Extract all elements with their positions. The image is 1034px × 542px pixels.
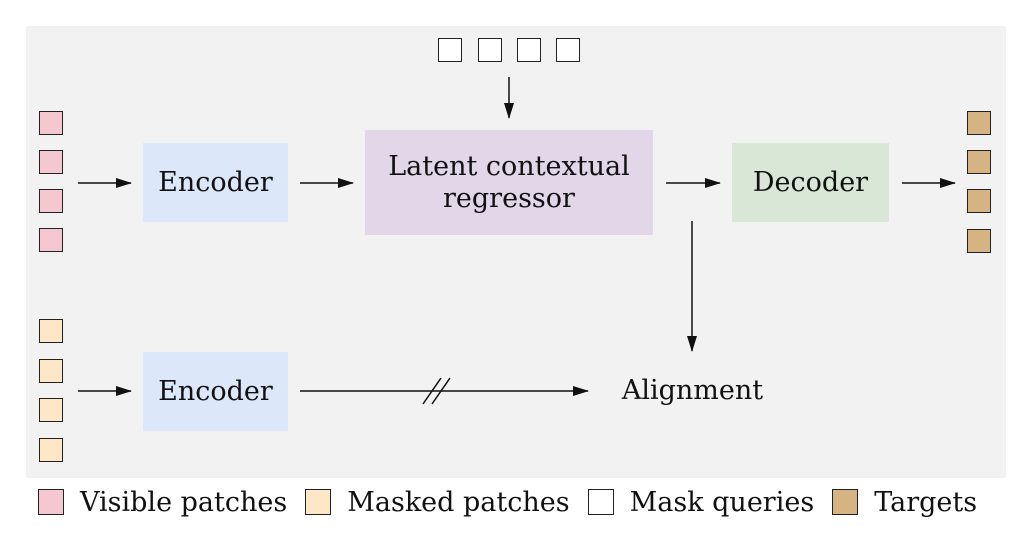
legend-masked-patches: Masked patches — [305, 486, 570, 518]
legend-visible-swatch — [38, 489, 64, 515]
regressor-label: Latent contextual regressor — [388, 151, 629, 215]
target-patch — [967, 111, 991, 135]
masked-patch — [39, 359, 63, 383]
masked-patch — [39, 438, 63, 462]
legend-queries-label: Mask queries — [629, 486, 815, 518]
stop-gradient-slash — [431, 377, 451, 405]
mask-query — [556, 38, 580, 62]
stop-gradient-slash — [422, 377, 442, 405]
legend-masked-swatch — [305, 489, 332, 515]
legend-visible-patches: Visible patches — [38, 487, 287, 518]
target-patch — [967, 189, 991, 213]
masked-patch — [39, 398, 63, 422]
mask-query — [438, 38, 462, 62]
legend: Visible patches Masked patches Mask quer… — [38, 482, 977, 522]
latent-contextual-regressor-block: Latent contextual regressor — [365, 130, 653, 235]
encoder-top-label: Encoder — [158, 166, 273, 198]
visible-patch — [39, 111, 63, 135]
encoder-bottom-block: Encoder — [143, 352, 288, 431]
legend-masked-label: Masked patches — [347, 486, 570, 518]
encoder-bottom-label: Encoder — [158, 375, 273, 407]
regressor-label-line1: Latent contextual — [388, 150, 630, 182]
visible-patch — [39, 189, 63, 213]
legend-queries-swatch — [587, 489, 614, 515]
legend-targets: Targets — [832, 487, 977, 518]
target-patch — [967, 150, 991, 174]
visible-patch — [39, 150, 63, 174]
alignment-node: Alignment — [600, 368, 785, 412]
mask-query — [478, 38, 502, 62]
alignment-label: Alignment — [621, 374, 764, 406]
legend-targets-swatch — [832, 489, 859, 515]
mask-query — [517, 38, 541, 62]
regressor-label-line2: regressor — [443, 182, 575, 214]
target-patch — [967, 229, 991, 253]
masked-patch — [39, 319, 63, 343]
decoder-label: Decoder — [752, 166, 869, 198]
legend-mask-queries: Mask queries — [587, 486, 815, 518]
legend-visible-label: Visible patches — [80, 486, 288, 518]
visible-patch — [39, 228, 63, 252]
decoder-block: Decoder — [732, 143, 889, 222]
encoder-top-block: Encoder — [143, 143, 288, 222]
legend-targets-label: Targets — [874, 486, 978, 518]
